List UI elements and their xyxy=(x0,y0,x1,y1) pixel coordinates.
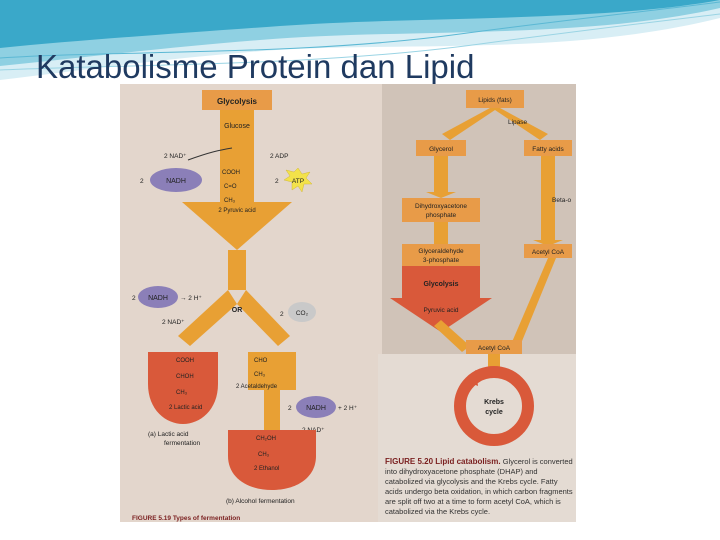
nadh2-label: NADH xyxy=(148,295,168,302)
glycerol-arrowhead xyxy=(426,192,456,198)
acetaldehyde-label: 2 Acetaldehyde xyxy=(236,384,278,390)
textbook-figure: Glycolysis Glucose 2 Pyruvic acid 2 NAD⁺… xyxy=(120,84,576,522)
acetaldehyde-box xyxy=(248,352,296,390)
lactic-fermentation-label-2: fermentation xyxy=(164,440,201,447)
glycolysis-funnel-right xyxy=(390,298,492,332)
nadh-bubble-1 xyxy=(150,168,202,192)
co2-bubble xyxy=(288,302,316,322)
cooh-label: COOH xyxy=(222,170,240,176)
dhap-label-2: phosphate xyxy=(426,212,457,219)
acetyl-coa-right-box xyxy=(524,244,572,258)
lipid-pyruvic-label: Pyruvic acid xyxy=(423,307,458,314)
co-label: C=O xyxy=(224,184,237,190)
lipase-label: Lipase xyxy=(508,119,528,126)
lactic-choh-label: CHOH xyxy=(176,374,194,380)
nadh-left-coef: 2 xyxy=(140,178,144,185)
adp-label: 2 ADP xyxy=(270,153,288,160)
co2-coef: 2 xyxy=(280,311,284,318)
dhap-arrow xyxy=(434,222,448,244)
nadh3-label: NADH xyxy=(306,405,326,412)
two-h-label: → 2 H⁺ xyxy=(180,295,202,302)
krebs-ring-arrowhead xyxy=(464,370,478,386)
lipid-glycolysis-label: Glycolysis xyxy=(423,281,458,288)
lipase-arrow-left xyxy=(442,108,498,140)
lactic-chamber xyxy=(148,352,218,424)
glycerol-arrow xyxy=(434,156,448,194)
nadh2-coef: 2 xyxy=(132,295,136,302)
caption-text: Glycerol is converted into dihydroxyacet… xyxy=(385,457,573,516)
glycolysis-column xyxy=(220,110,254,210)
slide-title: Katabolisme Protein dan Lipid xyxy=(36,48,475,85)
branch-left xyxy=(178,290,237,346)
aa-ch3-label: CH₃ xyxy=(254,372,266,378)
lipids-box xyxy=(466,90,524,108)
header-swoosh xyxy=(0,0,720,80)
glycolysis-funnel xyxy=(182,202,292,250)
lactic-ch3-label: CH₃ xyxy=(176,390,188,396)
acetyl-right-to-acetyl-arrow xyxy=(512,258,556,346)
ethanol-chamber xyxy=(228,430,316,490)
atp-starburst xyxy=(283,167,313,193)
nadh-left-label: NADH xyxy=(166,178,186,185)
g3p-box xyxy=(402,244,480,266)
pyruvic-to-acetyl-arrow xyxy=(434,320,470,352)
acetyl-coa-box xyxy=(466,340,522,354)
dhap-label-1: Dihydroxyacetone xyxy=(415,203,467,210)
fatty-acids-box xyxy=(524,140,572,156)
glycolysis-label: Glycolysis xyxy=(217,97,258,106)
lactic-acid-label: 2 Lactic acid xyxy=(169,405,202,411)
figure-diagram: Glycolysis Glucose 2 Pyruvic acid 2 NAD⁺… xyxy=(120,84,576,522)
acetyl-to-krebs-arrow xyxy=(488,354,500,370)
g3p-label-2: 3-phosphate xyxy=(423,257,460,264)
atp-label: ATP xyxy=(292,178,304,185)
stem-arrow xyxy=(228,250,246,290)
figure-caption: FIGURE 5.20 Lipid catabolism. Glycerol i… xyxy=(385,457,575,517)
acetyl-coa-label: Acetyl CoA xyxy=(478,345,511,352)
nadh-bubble-2 xyxy=(138,286,178,308)
et-ch2oh-label: CH₂OH xyxy=(256,436,276,442)
nad-left-label: 2 NAD⁺ xyxy=(164,153,187,160)
lactic-cooh-label: COOH xyxy=(176,358,194,364)
et-ch3-label: CH₃ xyxy=(258,452,270,458)
beta-label: Beta-o xyxy=(552,197,572,204)
branch-right xyxy=(237,290,290,346)
g3p-label-1: Glyceraldehyde xyxy=(418,248,464,255)
co2-label: CO₂ xyxy=(296,310,309,317)
fermentation-diagram: Glycolysis Glucose 2 Pyruvic acid 2 NAD⁺… xyxy=(132,90,358,522)
lipase-arrow-right xyxy=(492,108,548,140)
two-h2-label: + 2 H⁺ xyxy=(338,405,358,412)
krebs-label-2: cycle xyxy=(485,409,503,416)
glycerol-label: Glycerol xyxy=(429,146,453,153)
glucose-label: Glucose xyxy=(224,123,250,130)
lipids-label: Lipids (fats) xyxy=(478,97,512,104)
or-label: OR xyxy=(232,307,243,314)
glycolysis-chamber xyxy=(402,266,480,302)
nadh3-coef: 2 xyxy=(288,405,292,412)
acetyl-coa-right-label: Acetyl CoA xyxy=(532,249,565,256)
fatty-acids-label: Fatty acids xyxy=(532,146,564,153)
nadh-bubble-3 xyxy=(296,396,336,418)
alcohol-fermentation-label: (b) Alcohol fermentation xyxy=(226,498,295,505)
glycolysis-header-box xyxy=(202,90,272,110)
ch3-label: CH₃ xyxy=(224,198,236,204)
krebs-label-1: Krebs xyxy=(484,399,504,406)
nad-arrow-left xyxy=(187,147,233,161)
atp-coef: 2 xyxy=(275,178,279,185)
aa-cho-label: CHO xyxy=(254,358,268,364)
ethanol-label: 2 Ethanol xyxy=(254,466,279,472)
beta-oxidation-arrowhead xyxy=(533,240,563,246)
beta-oxidation-arrow xyxy=(541,156,555,242)
glycerol-box xyxy=(416,140,466,156)
figure-519-label: FIGURE 5.19 Types of fermentation xyxy=(132,515,240,522)
caption-label: FIGURE 5.20 Lipid catabolism. xyxy=(385,457,501,466)
lipid-diagram: Lipids (fats) Lipase Glycerol Fatty acid… xyxy=(390,90,572,446)
nad2-label: 2 NAD⁺ xyxy=(162,319,185,326)
krebs-cycle-ring xyxy=(454,366,534,446)
dhap-box xyxy=(402,198,480,222)
pyruvic-acid-label: 2 Pyruvic acid xyxy=(218,208,255,214)
ethanol-stem xyxy=(264,390,280,430)
lactic-fermentation-label-1: (a) Lactic acid xyxy=(148,431,189,438)
